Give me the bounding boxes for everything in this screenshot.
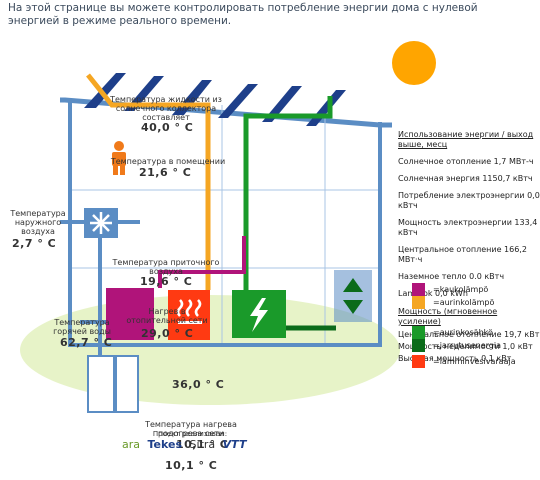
legend-item-aurinkosahko: =aurinkosähkö [412,326,540,339]
legend-label: =jarrutusenergia [433,341,501,350]
ground-temp-value: 10,1 ° C [165,459,218,472]
stat-solar-heating: Солнечное отопление 1,7 МВт-ч [398,157,534,166]
supply-heating-value: 29,0 ° C [141,327,194,340]
power-stats: Мощность (мгновенное усиление) Центральн… [398,307,540,371]
lightning-icon [232,290,286,338]
logo-sitra: Sitra [189,438,216,451]
room-temp-value: 21,6 ° C [139,166,192,179]
supply-air-value: 19,6 ° C [140,275,193,288]
person-icon [112,141,126,175]
stat-electricity-power: Мощность электроэнергии 133,4 кВтч [398,218,538,237]
stat-electricity-use: Потребление электроэнергии 0,0 кВтч [398,191,540,210]
collector-temp-label: Температура жидкости из солнечного колле… [110,95,222,122]
legend-label: =aurinkolämpö [433,298,495,307]
legend-swatch [412,296,425,309]
return-heating-value: 10,1 ° C [176,438,229,451]
tank-temp-value: 36,0 ° C [172,378,225,391]
district-pipe [158,236,246,288]
legend-item-lamminvesivaraaja: =lämminvesivaraaja [412,355,540,368]
logo-vtt: VTT [222,438,247,451]
outdoor-temp-value: 2,7 ° C [12,237,57,250]
up-down-arrows-icon [334,270,372,322]
supply-heating-label: Нагрев в отопительной сети [126,307,208,325]
sun-icon [392,41,436,85]
legend-swatch [412,339,425,352]
power-heading: Мощность (мгновенное усиление) [398,307,498,326]
district-heat-box [106,288,154,340]
hot-water-value: 62,7 ° C [60,336,113,349]
solar-thermal-pipe [86,73,211,290]
return-heating-label: Температура нагрева подогрева сети [145,420,237,438]
collector-temp-value: 40,0 ° C [141,121,194,134]
legend-swatch [412,355,425,368]
stat-central-heating: Центральное отопление 166,2 МВт·ч [398,245,527,264]
stat-solar-energy: Солнечная энергия 1150,7 кВтч [398,174,533,183]
stat-ground-heat: Наземное тепло 0.0 кВтч [398,272,505,281]
partners-label: Проект реализован: [152,430,228,438]
heat-icon [168,290,210,340]
solar-pv-pipe [243,96,333,290]
legend-item-kaukolampo: =kaukolämpö [412,283,540,296]
legend-swatch [412,283,425,296]
roof-panels [84,73,346,126]
hot-water-label: Температура горячей воды [53,318,111,336]
supply-air-label: Температура приточного воздуха [112,258,220,276]
partner-logos: ara Tekes Sitra VTT [122,438,246,452]
stats-heading: Использование энергии / выход выше, месц [398,130,534,149]
outdoor-temp-label: Температура наружного воздуха [10,209,66,236]
house-grid [72,105,378,343]
legend-swatch [412,326,425,339]
logo-ara: ara [122,438,141,451]
legend-item-jarrutusenergia: =jarrutusenergia [412,339,540,352]
power-central-heating: Центральное отопление 19,7 кВт [398,330,540,339]
power-indivisibility: Мощность неделимости 1,0 кВт [398,342,533,351]
legend-label: =kaukolämpö [433,285,489,294]
legend-label: =lämminvesivaraaja [433,357,516,366]
room-temp-label: Температура в помещении [110,157,226,166]
intro-text: На этой странице вы можете контролироват… [8,2,478,27]
stat-lammok: Lammok 0,0 kWh [398,289,468,298]
legend-label: =aurinkosähkö [433,328,493,337]
power-high: Высокая мощность 0,1 кВт [398,354,512,363]
fan-icon [84,208,118,238]
water-tanks [87,355,139,413]
energy-stats: Использование энергии / выход выше, месц… [398,130,540,306]
logo-tekes: Tekes [147,438,183,451]
legend-item-aurinkolampo: =aurinkolämpö [412,296,540,309]
